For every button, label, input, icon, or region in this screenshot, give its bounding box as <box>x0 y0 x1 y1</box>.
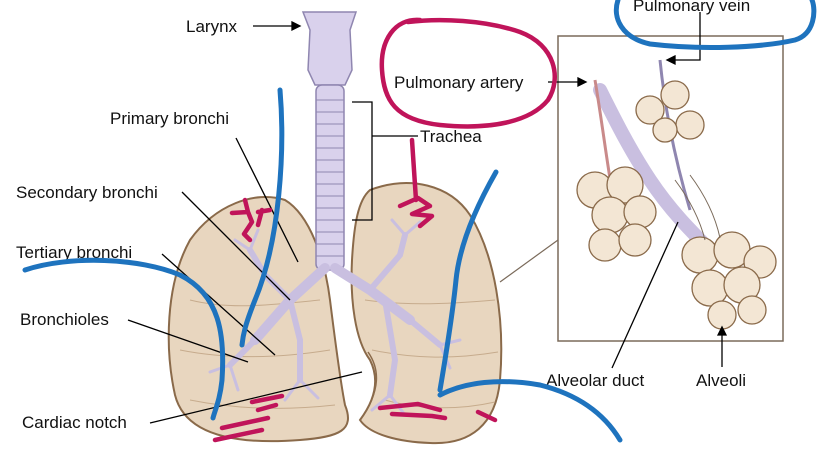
label-cardiac-notch: Cardiac notch <box>22 413 127 432</box>
label-larynx: Larynx <box>186 17 238 36</box>
label-bronchioles: Bronchioles <box>20 310 109 329</box>
label-trachea: Trachea <box>420 127 482 146</box>
label-pulmonary-artery: Pulmonary artery <box>394 73 524 92</box>
label-secondary-bronchi: Secondary bronchi <box>16 183 158 202</box>
label-alveoli: Alveoli <box>696 371 746 390</box>
label-alveolar-duct: Alveolar duct <box>546 371 645 390</box>
label-pulmonary-vein: Pulmonary vein <box>633 0 750 15</box>
trachea-tube <box>316 85 344 270</box>
label-primary-bronchi: Primary bronchi <box>110 109 229 128</box>
larynx-shape <box>303 12 356 85</box>
alveoli-inset <box>500 36 783 341</box>
